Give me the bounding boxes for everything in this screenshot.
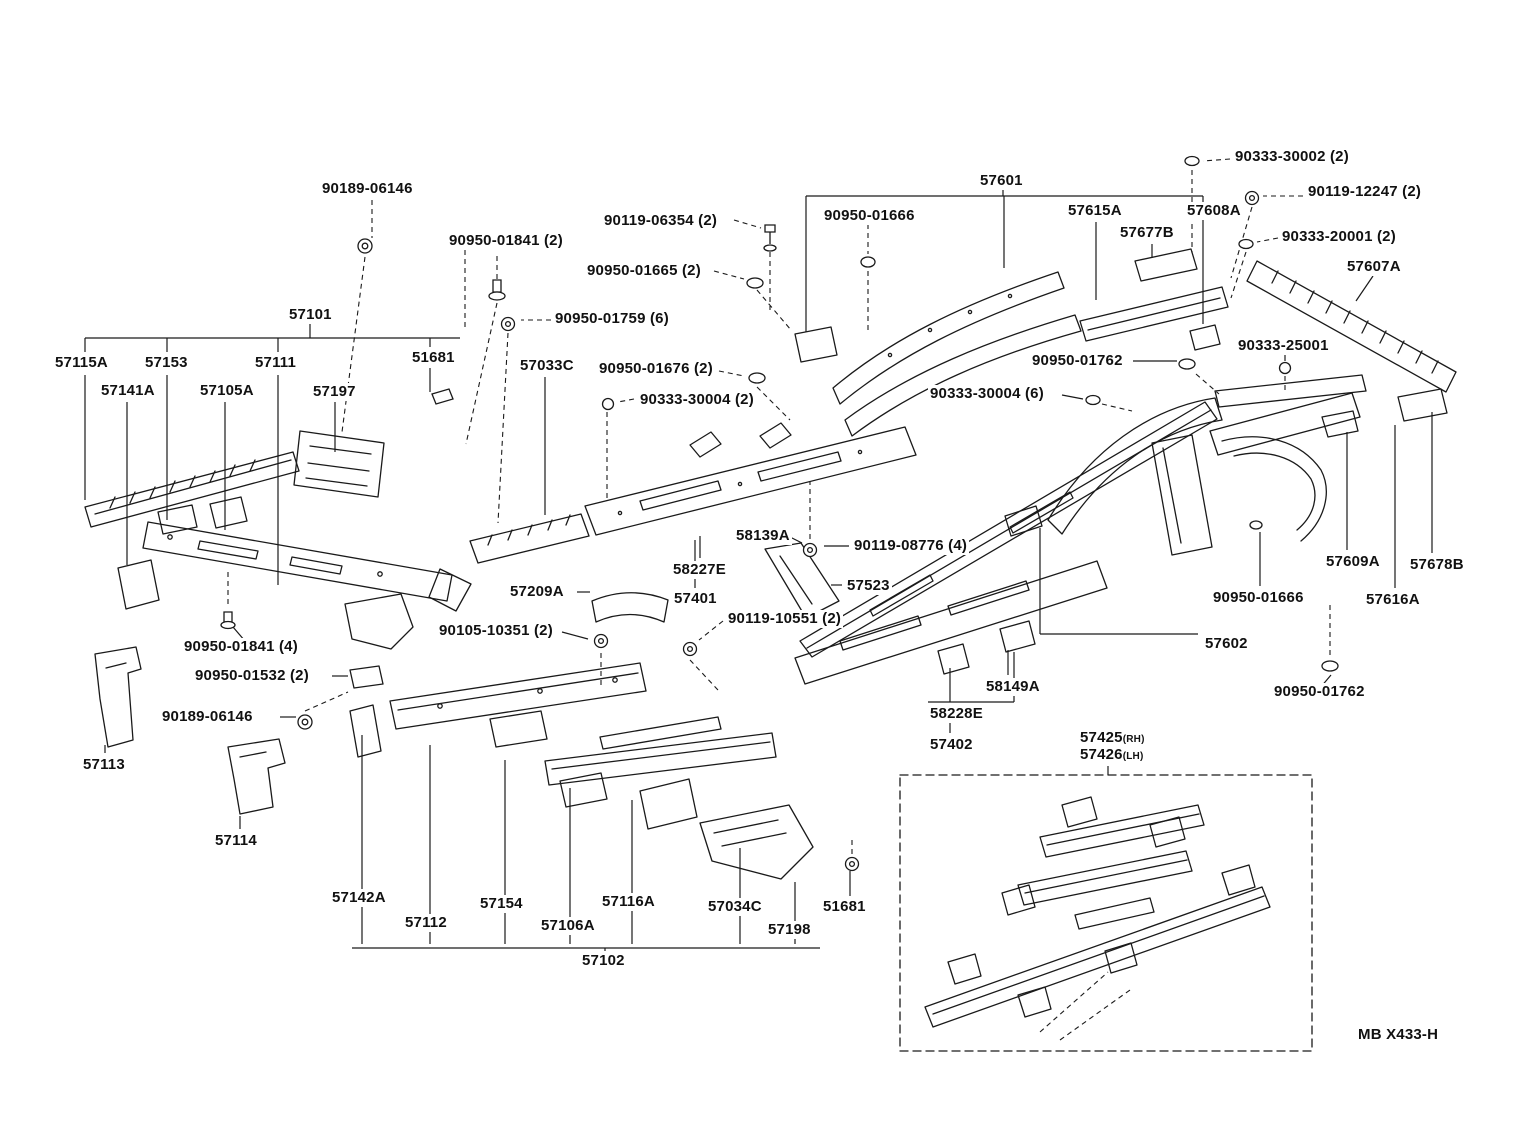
label-57153: 57153 <box>143 354 190 372</box>
clip-icon <box>1238 238 1254 250</box>
label-57142A: 57142A <box>330 889 388 907</box>
label-90950-01762-top: 90950-01762 <box>1030 352 1125 370</box>
label-90189-06146-bottom: 90189-06146 <box>160 708 255 726</box>
label-57033C: 57033C <box>518 357 576 375</box>
clip-icon <box>748 372 766 384</box>
label-57113: 57113 <box>81 756 127 774</box>
dashed-leader-lines <box>227 158 1331 1041</box>
label-57154: 57154 <box>478 895 525 913</box>
label-57402: 57402 <box>928 736 975 754</box>
label-57601: 57601 <box>978 172 1025 190</box>
label-57523: 57523 <box>845 577 892 595</box>
label-90333-25001: 90333-25001 <box>1236 337 1331 355</box>
grommet-icon <box>1321 660 1339 672</box>
label-57426-suffix: (LH) <box>1122 751 1144 762</box>
label-57608A: 57608A <box>1185 202 1243 220</box>
label-90950-01841-2: 90950-01841 (2) <box>447 232 565 250</box>
screw-icon <box>492 279 502 293</box>
label-90333-30004-6: 90333-30004 (6) <box>928 385 1046 403</box>
label-57425-suffix: (RH) <box>1122 734 1145 745</box>
label-51681-top: 51681 <box>410 349 457 367</box>
label-57112: 57112 <box>403 914 449 932</box>
label-90950-01666-right: 90950-01666 <box>1211 589 1306 607</box>
label-90950-01665-2: 90950-01665 (2) <box>585 262 703 280</box>
label-90950-01666-top: 90950-01666 <box>822 207 917 225</box>
clip-icon <box>746 277 764 289</box>
clip-icon <box>860 256 876 268</box>
label-90950-01762-bottom: 90950-01762 <box>1272 683 1367 701</box>
label-90333-20001-2: 90333-20001 (2) <box>1280 228 1398 246</box>
part-shapes <box>84 248 1457 1052</box>
bolt-icon <box>764 224 776 233</box>
ring-icon <box>1085 394 1101 406</box>
label-90950-01759-6: 90950-01759 (6) <box>553 310 671 328</box>
label-58227E: 58227E <box>671 561 728 579</box>
label-57426-lh: 57426(LH) <box>1078 746 1146 766</box>
label-90105-10351-2: 90105-10351 (2) <box>437 622 555 640</box>
label-57602: 57602 <box>1203 635 1250 653</box>
label-57141A: 57141A <box>99 382 157 400</box>
label-57425-rh: 57425(RH) <box>1078 729 1147 749</box>
label-90119-06354-2: 90119-06354 (2) <box>602 212 720 230</box>
label-57677B: 57677B <box>1118 224 1176 242</box>
clip-icon <box>1184 155 1200 167</box>
label-58149A: 58149A <box>984 678 1042 696</box>
ring-icon <box>1278 361 1292 375</box>
clip-icon <box>431 388 454 405</box>
clip-icon <box>1178 358 1196 370</box>
label-57209A: 57209A <box>508 583 566 601</box>
label-58139A: 58139A <box>734 527 792 545</box>
label-57034C: 57034C <box>706 898 764 916</box>
label-90189-06146: 90189-06146 <box>320 180 415 198</box>
label-57607A: 57607A <box>1345 258 1403 276</box>
label-57102: 57102 <box>580 952 627 970</box>
label-57198: 57198 <box>766 921 813 939</box>
label-57114: 57114 <box>213 832 259 850</box>
label-90333-30004-2: 90333-30004 (2) <box>638 391 756 409</box>
label-90119-12247-2: 90119-12247 (2) <box>1306 183 1424 201</box>
label-57106A: 57106A <box>539 917 597 935</box>
label-51681-bottom: 51681 <box>821 898 868 916</box>
label-57197: 57197 <box>311 383 358 401</box>
fastener-icons <box>220 155 1339 872</box>
label-57609A: 57609A <box>1324 553 1382 571</box>
leader-lines <box>84 190 1433 951</box>
label-90119-10551-2: 90119-10551 (2) <box>726 610 844 628</box>
label-57615A: 57615A <box>1066 202 1124 220</box>
label-90333-30002-2: 90333-30002 (2) <box>1233 148 1351 166</box>
label-57425: 57425 <box>1080 729 1123 746</box>
screw-icon <box>223 611 233 623</box>
label-90950-01841-4: 90950-01841 (4) <box>182 638 300 656</box>
clip-icon <box>1249 520 1263 530</box>
label-57111: 57111 <box>253 354 299 372</box>
label-57426: 57426 <box>1080 746 1123 763</box>
label-57616A: 57616A <box>1364 591 1422 609</box>
label-90119-08776-4: 90119-08776 (4) <box>852 537 970 555</box>
label-57101: 57101 <box>287 306 334 324</box>
label-58228E: 58228E <box>928 705 985 723</box>
label-57105A: 57105A <box>198 382 256 400</box>
label-90950-01676-2: 90950-01676 (2) <box>597 360 715 378</box>
label-57401: 57401 <box>672 590 719 608</box>
label-57116A: 57116A <box>600 893 657 911</box>
plate-code: MB X433-H <box>1356 1026 1441 1044</box>
label-90950-01532-2: 90950-01532 (2) <box>193 667 311 685</box>
label-57678B: 57678B <box>1408 556 1466 574</box>
label-57115A: 57115A <box>53 354 110 372</box>
ring-icon <box>601 397 615 411</box>
